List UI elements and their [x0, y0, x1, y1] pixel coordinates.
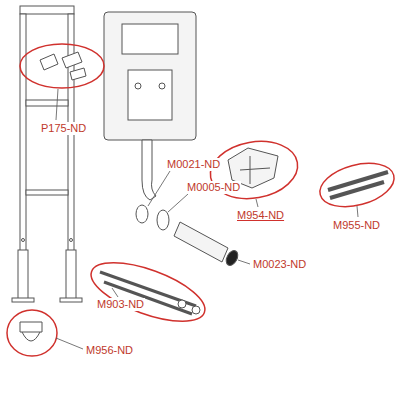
actuator-detail	[240, 156, 270, 184]
highlight-ellipse	[315, 156, 399, 214]
cistern-top	[122, 24, 178, 54]
leader-line	[112, 288, 118, 297]
leader-line	[238, 260, 250, 264]
black-ring	[224, 249, 240, 268]
seal-ring	[157, 210, 169, 230]
highlight-ellipse	[20, 44, 104, 88]
leader-line	[148, 171, 170, 206]
cistern-hole	[159, 83, 165, 89]
highlight-ellipse	[84, 251, 212, 333]
part-number: M0021-ND	[166, 158, 221, 171]
part-number: M954-ND	[236, 209, 285, 222]
nut	[192, 306, 200, 314]
part-number: M0005-ND	[186, 181, 241, 194]
frame-cross-bar	[26, 100, 68, 106]
cistern-hole	[135, 83, 141, 89]
flush-opening	[128, 70, 172, 120]
connection-pipe	[174, 222, 228, 262]
rod	[328, 172, 388, 190]
frame-cross-bar	[26, 190, 68, 195]
part-number: P175-ND	[40, 122, 87, 135]
part-number: M955-ND	[332, 219, 381, 232]
part-number: M903-ND	[96, 298, 145, 311]
frame-hole	[22, 239, 25, 242]
leader-line	[56, 89, 58, 120]
frame-leg	[66, 250, 76, 300]
clamp-band	[22, 332, 40, 341]
frame-top-bar	[20, 6, 74, 14]
frame-hole	[70, 239, 73, 242]
leader-line	[168, 194, 188, 212]
frame-foot	[60, 298, 82, 302]
frame-foot	[12, 298, 34, 302]
frame-leg	[18, 250, 28, 300]
cistern	[104, 12, 196, 140]
highlight-ellipse	[7, 310, 57, 356]
seal-ring	[136, 205, 148, 223]
rod	[330, 182, 384, 198]
leader-line	[56, 338, 83, 349]
bracket	[62, 52, 82, 68]
clamp	[20, 322, 42, 332]
flush-pipe	[142, 140, 156, 200]
bracket	[70, 68, 86, 80]
leader-line	[357, 206, 358, 217]
leader-line	[256, 199, 258, 207]
bracket	[40, 54, 58, 70]
part-number: M0023-ND	[252, 258, 307, 271]
nut	[178, 300, 186, 308]
part-number: M956-ND	[85, 344, 134, 357]
